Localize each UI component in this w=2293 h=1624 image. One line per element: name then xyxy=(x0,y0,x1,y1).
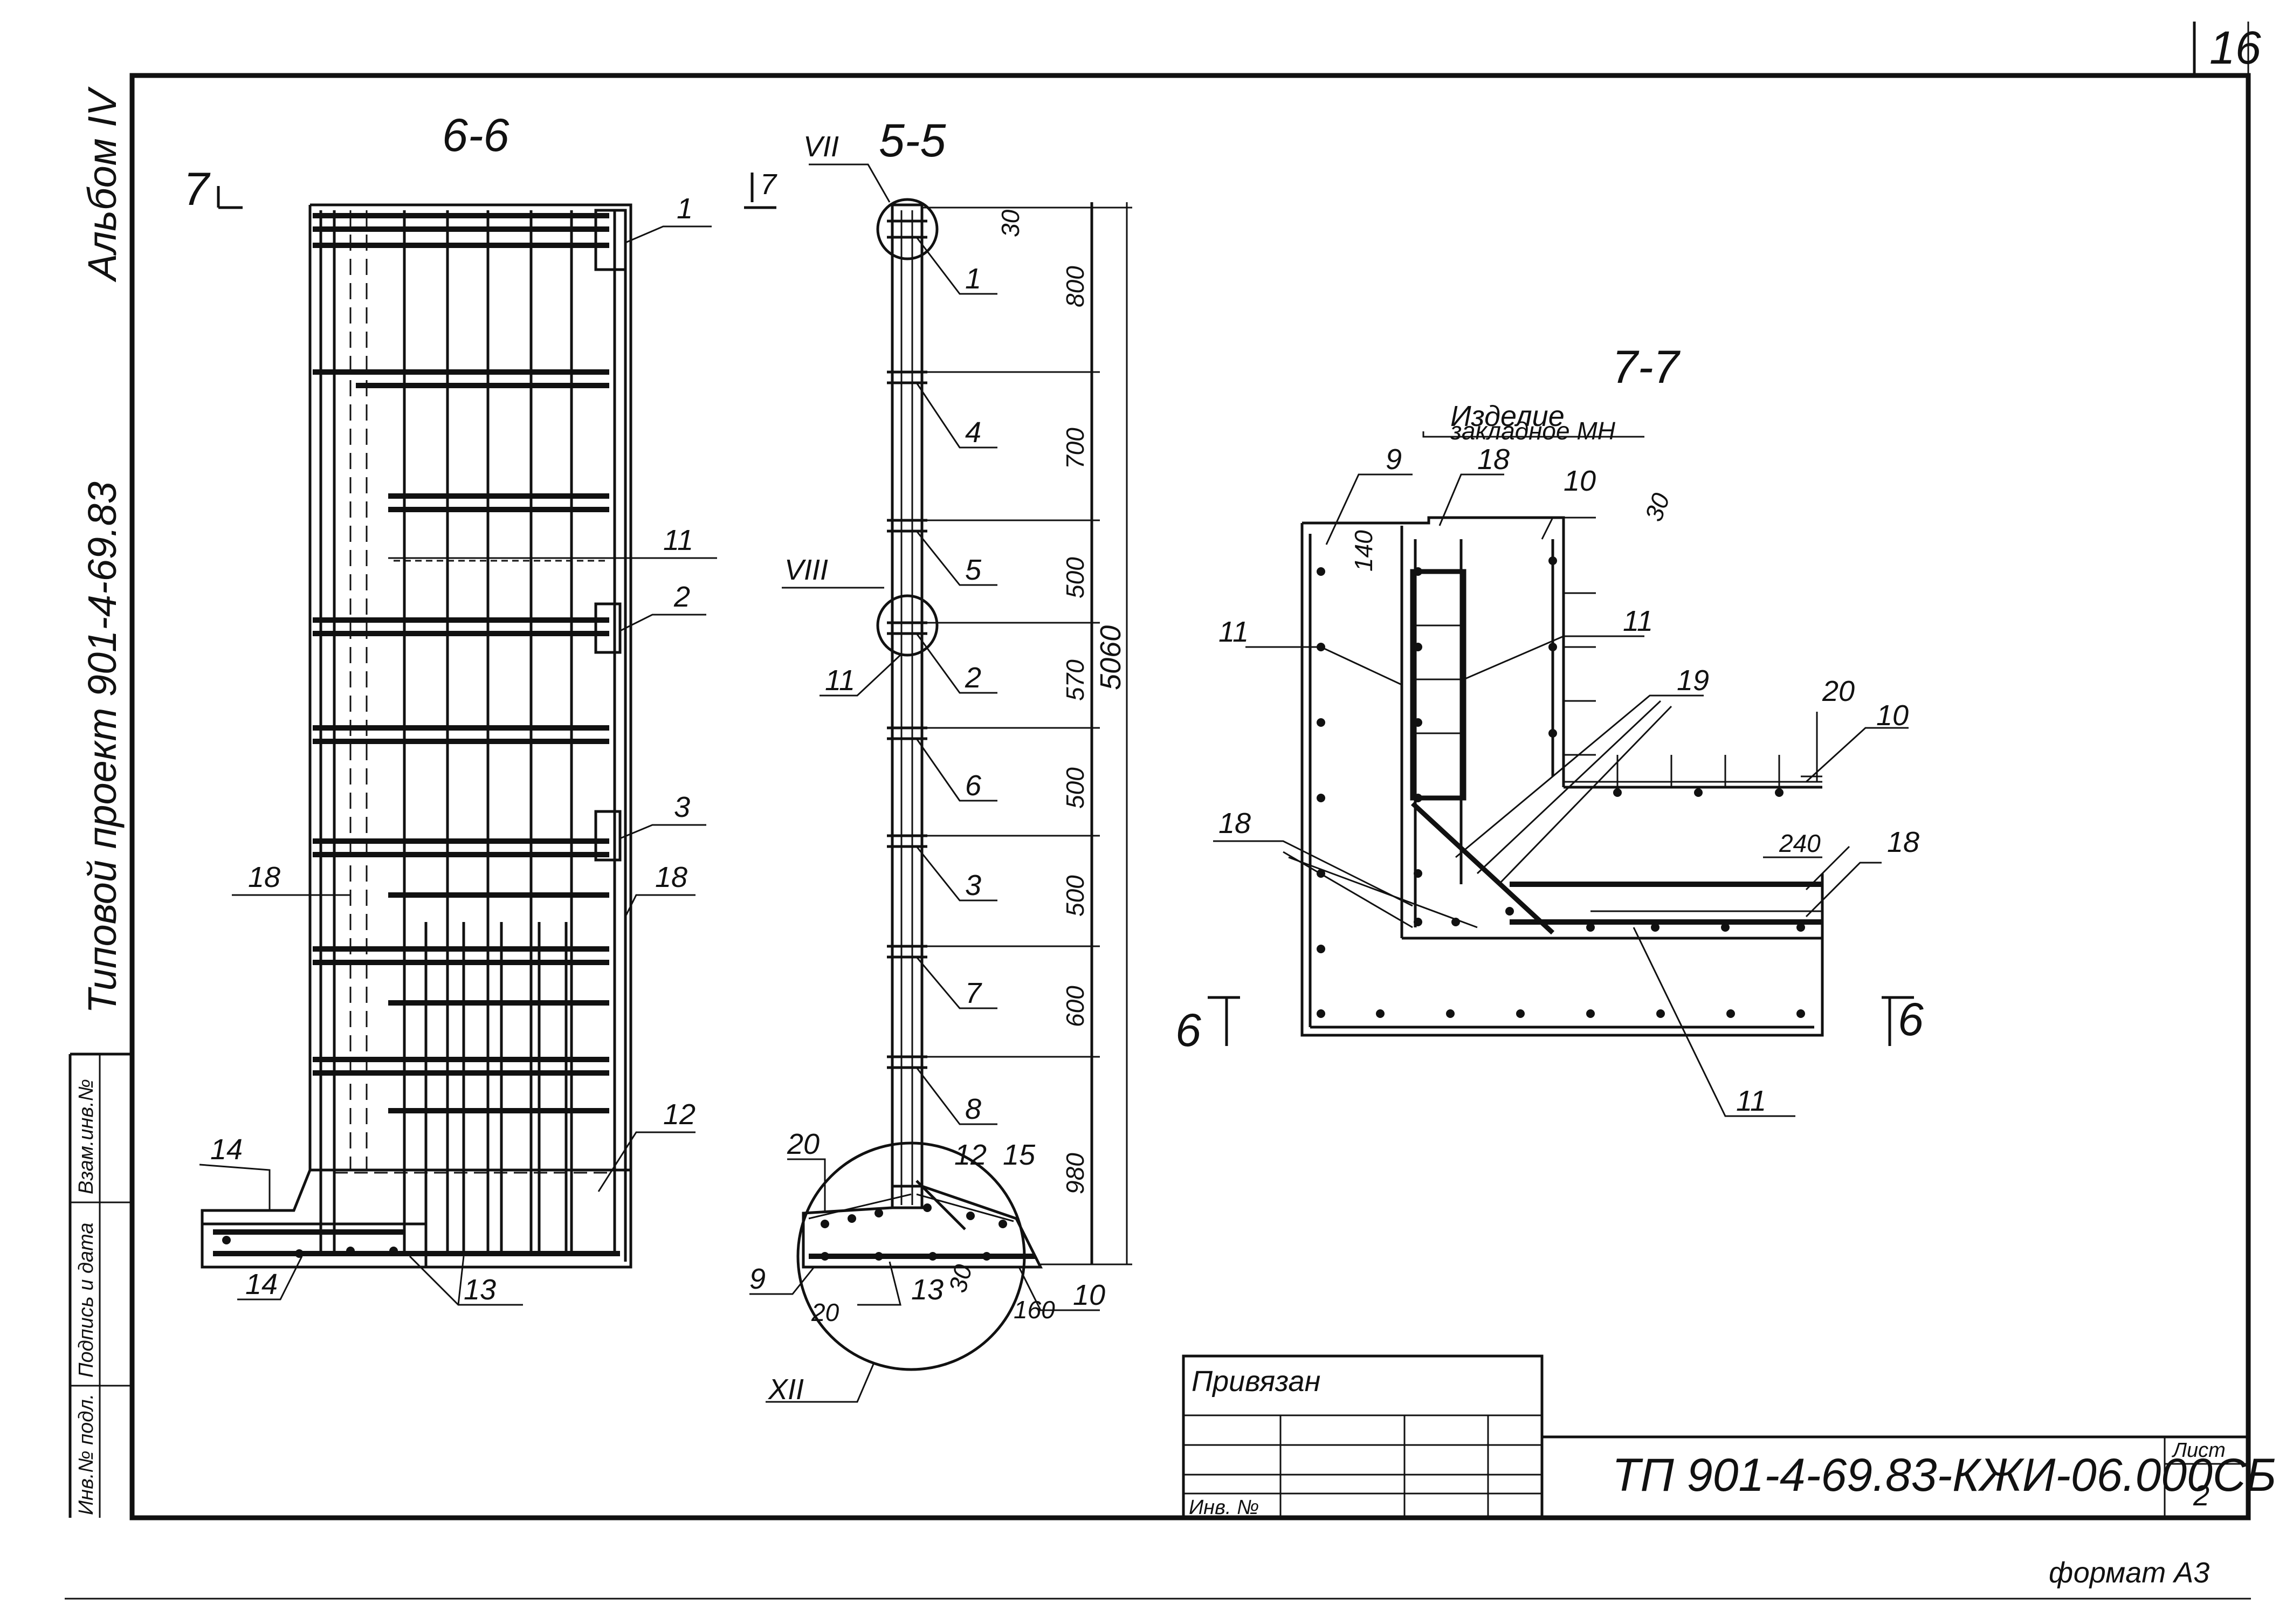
section-6-6-title: 6-6 xyxy=(442,109,509,161)
callout-5-5-4: 4 xyxy=(965,416,981,449)
callout-6-6-18-right: 18 xyxy=(655,861,687,893)
section-5-5-cut-mark: 7 xyxy=(760,168,777,201)
album-label: Альбом IV xyxy=(80,86,125,283)
callout-5-5-3: 3 xyxy=(965,869,981,902)
callout-6-6-3: 3 xyxy=(674,791,690,823)
cut-mark-6-right: 6 xyxy=(1898,994,1924,1045)
dim-800: 800 xyxy=(1061,266,1089,307)
dim-570: 570 xyxy=(1061,659,1089,701)
callout-6-6-13: 13 xyxy=(464,1274,496,1306)
format-label: формат А3 xyxy=(2049,1557,2209,1589)
dim-bottom-20: 20 xyxy=(811,1298,839,1326)
callout-7-7-11-left: 11 xyxy=(1218,616,1249,648)
dim-total-5060: 5060 xyxy=(1094,625,1127,690)
stamp-inv-podl: Инв.№ подл. xyxy=(75,1394,98,1515)
stamp-signature-date: Подпись и дата xyxy=(75,1223,98,1378)
callout-5-5-6: 6 xyxy=(965,769,982,802)
node-viii-label: VIII xyxy=(784,554,828,586)
section-5-5-title: 5-5 xyxy=(879,115,946,167)
stamp-vzam-inv: Взам.инв.№ xyxy=(75,1079,98,1194)
section-7-7-title: 7-7 xyxy=(1612,341,1681,393)
callout-5-5-9: 9 xyxy=(749,1263,766,1295)
callout-7-7-18-right: 18 xyxy=(1887,826,1919,858)
callout-5-5-8: 8 xyxy=(965,1093,981,1125)
designation-code: ТП 901-4-69.83-КЖИ-06.000СБ xyxy=(1612,1449,2276,1501)
dim-7-7-240: 240 xyxy=(1779,829,1821,857)
inv-no-label: Инв. № xyxy=(1189,1496,1259,1519)
callout-6-6-11: 11 xyxy=(663,524,693,556)
callout-5-5-10: 10 xyxy=(1073,1279,1105,1311)
dim-700: 700 xyxy=(1061,428,1089,469)
dim-bottom-160: 160 xyxy=(1014,1296,1055,1324)
callout-6-6-14-bottom: 14 xyxy=(245,1268,278,1300)
callout-6-6-2: 2 xyxy=(673,581,690,613)
callout-5-5-2: 2 xyxy=(965,662,981,694)
callout-5-5-15: 15 xyxy=(1003,1139,1036,1171)
callout-6-6-18-left: 18 xyxy=(248,861,280,893)
dim-30: 30 xyxy=(996,209,1024,237)
callout-7-7-20: 20 xyxy=(1822,675,1855,707)
callout-7-7-9: 9 xyxy=(1386,443,1402,476)
callout-6-6-1: 1 xyxy=(677,192,693,225)
corner-sheet-number: 16 xyxy=(2209,22,2261,74)
callout-7-7-10-top: 10 xyxy=(1564,465,1596,497)
note-zakladnoe-mn: закладное МН xyxy=(1450,417,1616,445)
callout-5-5-12: 12 xyxy=(954,1139,987,1171)
callout-5-5-11: 11 xyxy=(825,664,855,697)
sheet-value: 2 xyxy=(2193,1480,2209,1512)
callout-5-5-13: 13 xyxy=(911,1274,944,1306)
dim-500-c: 500 xyxy=(1061,875,1089,917)
section-6-6 xyxy=(199,186,717,1306)
callout-5-5-5: 5 xyxy=(965,554,982,586)
node-vii-label: VII xyxy=(803,130,839,163)
sheet-frame xyxy=(65,22,2251,1600)
section-7-7 xyxy=(1208,431,1914,1117)
callout-7-7-19: 19 xyxy=(1677,664,1709,697)
callout-7-7-10-right: 10 xyxy=(1876,699,1909,732)
dim-7-7-30: 30 xyxy=(1640,489,1676,525)
callout-7-7-11-bottom: 11 xyxy=(1736,1085,1766,1117)
node-xii-label: XII xyxy=(767,1373,804,1406)
dim-500-a: 500 xyxy=(1061,557,1089,598)
section-5-5 xyxy=(744,163,1132,1403)
note-izdelie: Изделие xyxy=(1450,400,1565,432)
project-label: Типовой проект 901-4-69.83 xyxy=(80,481,125,1014)
callout-7-7-18-left: 18 xyxy=(1218,807,1251,839)
dim-980: 980 xyxy=(1061,1153,1089,1194)
dim-7-7-140: 140 xyxy=(1349,530,1378,572)
section-6-6-cut-mark: 7 xyxy=(183,163,211,215)
callout-7-7-11-right: 11 xyxy=(1623,605,1653,637)
dim-600: 600 xyxy=(1061,986,1089,1027)
callout-5-5-1: 1 xyxy=(965,263,981,295)
callout-6-6-14-top: 14 xyxy=(210,1133,243,1166)
dim-500-b: 500 xyxy=(1061,767,1089,809)
callout-7-7-18-top: 18 xyxy=(1477,443,1510,476)
callout-5-5-20: 20 xyxy=(787,1128,820,1160)
callout-6-6-12: 12 xyxy=(663,1098,696,1131)
callout-5-5-7: 7 xyxy=(965,977,982,1009)
sheet-label: Лист xyxy=(2171,1439,2226,1462)
cut-mark-6-left: 6 xyxy=(1175,1004,1201,1056)
privyazan-label: Привязан xyxy=(1192,1365,1320,1398)
